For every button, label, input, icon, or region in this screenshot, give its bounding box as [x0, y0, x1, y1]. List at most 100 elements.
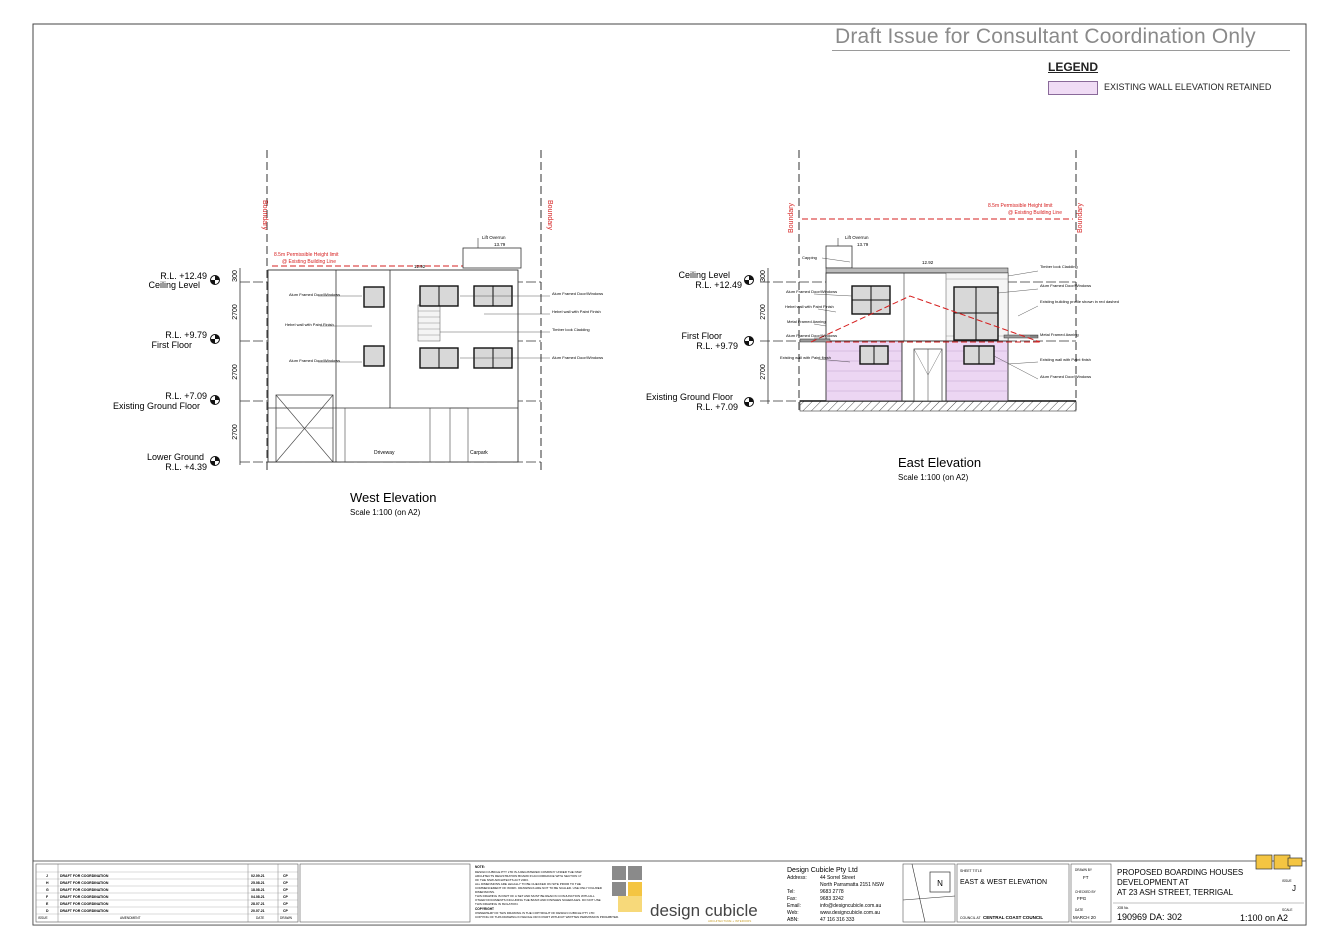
rev-4-rev: E — [46, 902, 49, 906]
east-parapet-rl: 12.92 — [922, 260, 934, 265]
west-lift-label: Lift Overrun — [482, 235, 506, 240]
west-elevation: Boundary Boundary 8.5m Permissible Heigh… — [113, 150, 603, 517]
draft-notice: Draft Issue for Consultant Coordination … — [835, 25, 1256, 48]
east-elevation-scale: Scale 1:100 (on A2) — [898, 473, 969, 482]
rev-2-rev: G — [46, 888, 49, 892]
logo-square-3 — [612, 882, 626, 896]
copyright-line-1: COPYING OF THIS DRAWING IN WHOLE OR IN P… — [475, 915, 619, 919]
north-label: N — [937, 879, 943, 888]
note-heading: NOTE: — [475, 865, 485, 869]
west-note-left-2: Hebel wall with Paint Finish — [285, 322, 334, 327]
rev-4-desc: DRAFT FOR COORDINATION — [60, 902, 109, 906]
rev-header-amendment: AMENDMENT — [120, 916, 141, 920]
west-height-limit-label: 8.5m Permissible Height limit — [274, 252, 339, 258]
east-boundary-label-right: Boundary — [1077, 203, 1084, 233]
checked-label: CHECKED BY — [1075, 890, 1097, 894]
contact-3-v: 9683 3242 — [820, 896, 844, 902]
job-label: JOB No. — [1117, 906, 1129, 910]
east-rl-first: R.L. +9.79 — [696, 341, 738, 351]
west-carpark-label: Carpark — [470, 450, 488, 456]
east-note-right-2: Alum Framed Door/Windows — [1040, 283, 1091, 288]
legend-swatch-existing-wall — [1048, 81, 1098, 95]
west-dim-1: 300 — [232, 270, 239, 282]
contact-6-v: 47 116 316 333 — [820, 917, 855, 923]
west-rl-first: R.L. +9.79 — [165, 330, 207, 340]
note-line-7: OTHER DOCUMENTS INCLUDING THE BASIX AND … — [475, 898, 601, 902]
council-name: CENTRAL COAST COUNCIL — [983, 915, 1043, 920]
rev-header-issue: ISSUE — [38, 916, 48, 920]
east-height-limit-sub: @ Existing Building Line — [1008, 210, 1062, 216]
east-level-marker-first — [744, 336, 754, 346]
drawn-by: FT — [1083, 875, 1089, 880]
east-capping — [825, 267, 1009, 274]
west-level-name-lower: Lower Ground — [147, 452, 204, 462]
project-line-1: DEVELOPMENT AT — [1117, 878, 1189, 887]
east-boundary-label-left: Boundary — [788, 203, 795, 233]
logo-square-4 — [628, 882, 642, 896]
west-carpark-door — [449, 407, 469, 463]
logo-subtitle: ARCHITECTURE + INTERIORS — [708, 919, 751, 923]
rev-0-by: CP — [283, 874, 289, 878]
east-lift-rl: 13.79 — [857, 242, 869, 247]
east-rl-ceiling: R.L. +12.49 — [695, 280, 742, 290]
rev-5-rev: D — [46, 909, 49, 913]
west-note-right-4: Alum Framed Door/Windows — [552, 355, 603, 360]
note-line-6: THIS DRAWING IS PART OF A SET AND MUST B… — [475, 894, 595, 898]
copyright-heading: COPYRIGHT — [475, 907, 494, 911]
west-level-marker-first — [210, 334, 220, 344]
rev-header-drawn: DRAWN — [280, 916, 293, 920]
east-note-right-3: Existing building profile shown in red d… — [1040, 299, 1119, 304]
west-parapet-rl: 12.92 — [414, 264, 426, 269]
copyright-line-0: OWNERSHIP OF THIS DRAWING IS THE COPYRIG… — [475, 911, 595, 915]
rev-0-desc: DRAFT FOR COORDINATION — [60, 874, 109, 878]
project-line-2: AT 23 ASH STREET, TERRIGAL — [1117, 888, 1234, 897]
west-height-limit-sub: @ Existing Building Line — [282, 259, 336, 265]
rev-5-date: 20.07.21 — [251, 909, 265, 913]
west-lift-overrun — [462, 247, 522, 269]
contact-3-k: Fax: — [787, 896, 797, 902]
note-line-8: THIS DRAWING IN ISOLATION. — [475, 902, 519, 906]
east-elevation: Boundary Boundary 8.5m Permissible Heigh… — [646, 150, 1119, 482]
project-line-0: PROPOSED BOARDING HOUSES — [1117, 868, 1243, 877]
east-capping-label: Capping — [802, 255, 817, 260]
west-dim-2: 2700 — [232, 304, 239, 320]
west-dim-4: 2700 — [232, 424, 239, 440]
legend-title: LEGEND — [1048, 60, 1099, 74]
contact-5-k: Web: — [787, 910, 799, 916]
east-level-marker-ceiling — [744, 275, 754, 285]
west-note-right-2: Hebel wall with Paint Finish — [552, 309, 601, 314]
east-note-left-2: Hebel wall with Paint Finish — [785, 304, 834, 309]
job-number: 190969 DA: 302 — [1117, 912, 1182, 922]
west-window-1 — [363, 286, 385, 308]
rev-5-by: CP — [283, 909, 289, 913]
title-notes: NOTE: DESIGN CUBICLE PTY LTD IS A REGIST… — [475, 865, 619, 919]
west-note-left-1: Alum Framed Door/Windows — [289, 292, 340, 297]
east-dim-3: 2700 — [760, 364, 767, 380]
west-note-left-3: Alum Framed Door/Windows — [289, 358, 340, 363]
north-arrow-icon — [902, 863, 956, 923]
west-rl-ground: R.L. +7.09 — [165, 391, 207, 401]
east-lift-overrun — [825, 245, 853, 269]
note-line-0: DESIGN CUBICLE PTY LTD IS A REGISTERED C… — [475, 870, 582, 874]
west-level-name-first: First Floor — [152, 340, 193, 350]
east-note-left-4: Alum Framed Door/Windows — [786, 333, 837, 338]
west-level-marker-ground — [210, 395, 220, 405]
west-boundary-label-right: Boundary — [546, 200, 553, 230]
contact-2-k: Tel: — [787, 889, 795, 895]
scale-value: 1:100 on A2 — [1240, 913, 1288, 923]
north-box — [902, 863, 956, 923]
east-window-2 — [953, 286, 999, 341]
sheet-title: EAST & WEST ELEVATION — [960, 879, 1047, 886]
rev-1-rev: H — [46, 881, 49, 885]
west-driveway-label: Driveway — [374, 450, 395, 456]
legend-label-existing-wall: EXISTING WALL ELEVATION RETAINED — [1104, 82, 1272, 92]
logo-square-2 — [628, 866, 642, 880]
east-ground-hatch — [799, 400, 1077, 412]
drawn-box — [1070, 863, 1112, 923]
east-rl-ground: R.L. +7.09 — [696, 402, 738, 412]
note-line-1: ARCHITECTS REGISTRATION BOARD IN ACCORDA… — [475, 874, 582, 878]
date-value: MARCH 20 — [1073, 915, 1096, 920]
west-elevation-scale: Scale 1:100 (on A2) — [350, 508, 421, 517]
